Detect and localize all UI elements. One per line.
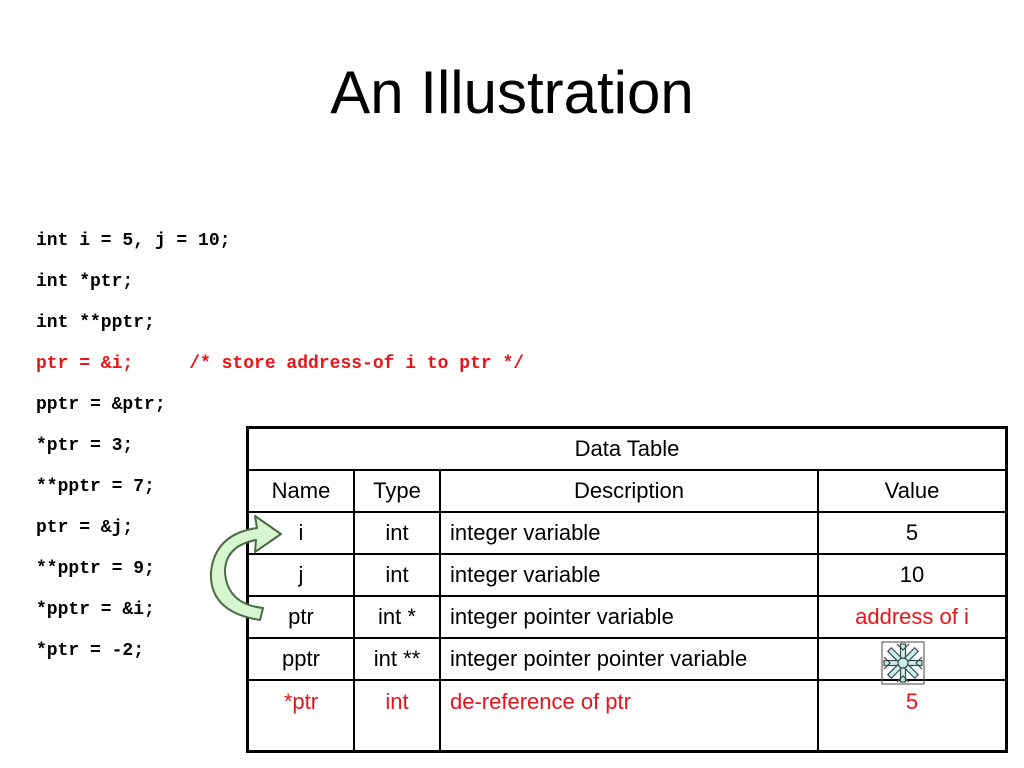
code-line-9: **pptr = 9; <box>36 559 155 579</box>
cell-name: j <box>246 552 355 597</box>
cell-description: integer pointer pointer variable <box>439 636 819 681</box>
header-value: Value <box>817 468 1008 513</box>
cell-description: integer variable <box>439 510 819 555</box>
table-row: i int integer variable 5 <box>246 510 1008 555</box>
snowflake-icon <box>881 641 925 685</box>
curved-arrow-icon <box>209 515 282 621</box>
cell-description: integer variable <box>439 552 819 597</box>
code-line-10: *pptr = &i; <box>36 600 155 620</box>
cell-type: int ** <box>353 636 441 681</box>
code-line-3: int **pptr; <box>36 313 155 333</box>
cell-type: int <box>353 510 441 555</box>
code-line-5: pptr = &ptr; <box>36 395 166 415</box>
table-header-row: Name Type Description Value <box>246 468 1008 513</box>
code-line-1: int i = 5, j = 10; <box>36 231 231 251</box>
header-name: Name <box>246 468 355 513</box>
code-line-11: *ptr = -2; <box>36 641 145 661</box>
cell-type: int <box>353 678 441 753</box>
header-type: Type <box>353 468 441 513</box>
cell-value: address of i <box>817 594 1008 639</box>
code-line-8: ptr = &j; <box>36 518 134 538</box>
code-line-2: int *ptr; <box>36 272 134 292</box>
table-row: j int integer variable 10 <box>246 552 1008 597</box>
cell-value: 10 <box>817 552 1008 597</box>
code-line-4: ptr = &i; /* store address-of i to ptr */ <box>36 351 524 392</box>
code-line-7: **pptr = 7; <box>36 477 155 497</box>
cell-description: de-reference of ptr <box>439 678 819 753</box>
cell-value: 5 <box>817 510 1008 555</box>
table-row: pptr int ** integer pointer pointer vari… <box>246 636 1008 681</box>
code-statement: ptr = &i; <box>36 354 134 374</box>
cell-description: integer pointer variable <box>439 594 819 639</box>
table-caption: Data Table <box>246 426 1008 471</box>
cell-type: int <box>353 552 441 597</box>
data-table: Data Table Name Type Description Value i… <box>246 426 1008 753</box>
cell-name: *ptr <box>246 678 355 753</box>
table-row: *ptr int de-reference of ptr 5 <box>246 678 1008 753</box>
code-comment: /* store address-of i to ptr */ <box>189 354 525 374</box>
cell-name: ptr <box>246 594 355 639</box>
cell-name: pptr <box>246 636 355 681</box>
cell-value: 5 <box>817 678 1008 753</box>
table-row: ptr int * integer pointer variable addre… <box>246 594 1008 639</box>
cell-type: int * <box>353 594 441 639</box>
code-block: int i = 5, j = 10; int *ptr; int **pptr;… <box>36 228 524 679</box>
header-description: Description <box>439 468 819 513</box>
table-caption-row: Data Table <box>246 426 1008 471</box>
code-line-6: *ptr = 3; <box>36 436 134 456</box>
slide-title: An Illustration <box>330 59 694 126</box>
